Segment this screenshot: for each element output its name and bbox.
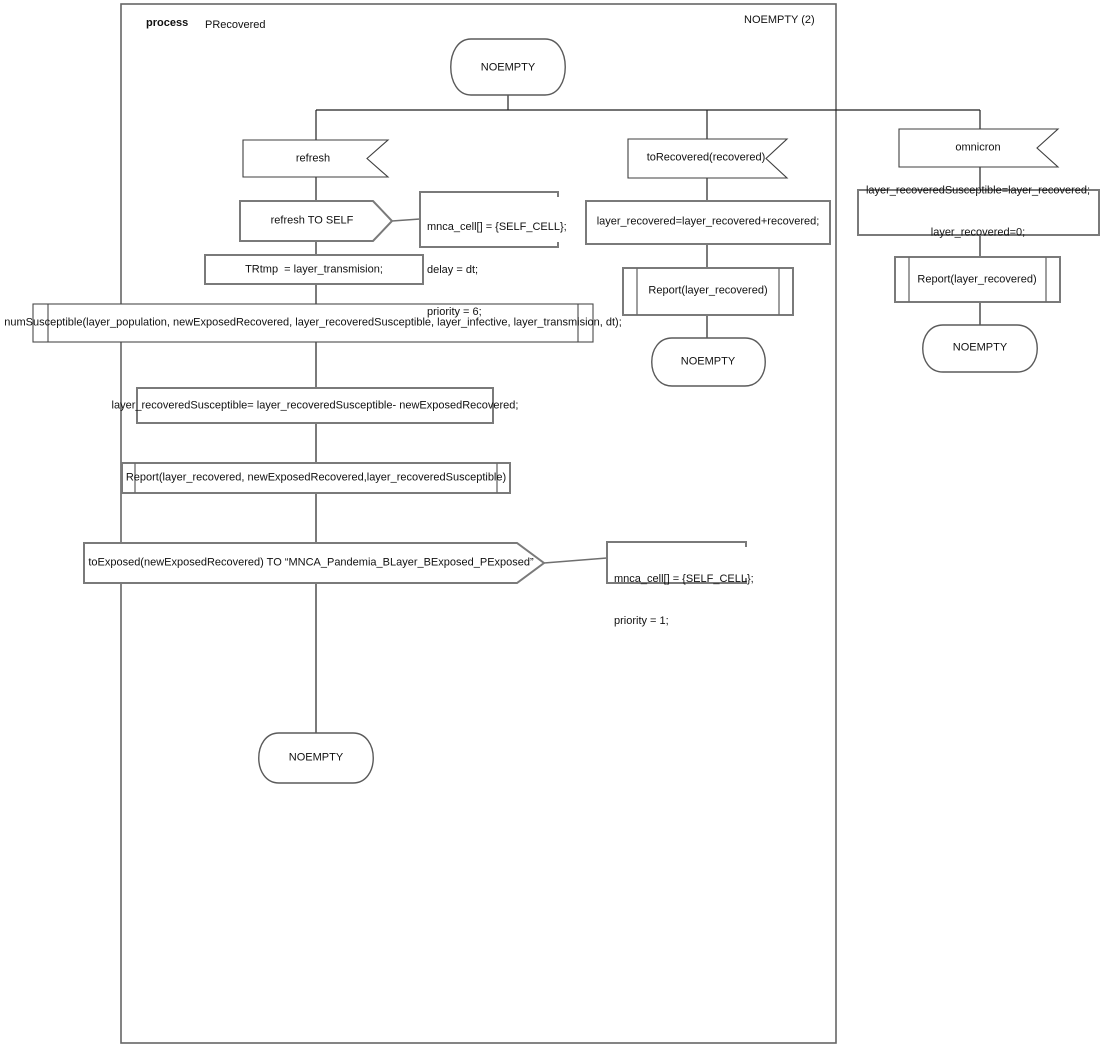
page-label: NOEMPTY (2) bbox=[744, 14, 815, 26]
input-refresh-shape bbox=[242, 139, 390, 178]
input-torecovered-label: toRecovered(recovered) bbox=[646, 151, 766, 164]
comment-brackets bbox=[419, 191, 747, 584]
task-line: layer_recovered=0; bbox=[930, 226, 1026, 238]
process-name: PRecovered bbox=[205, 19, 266, 31]
state-omnicron-end-noempty bbox=[922, 324, 1038, 373]
procedure-boxes bbox=[32, 256, 1061, 494]
process-frame bbox=[120, 3, 837, 1044]
input-torecovered-shape bbox=[627, 138, 789, 179]
task-trtmp-label: TRtmp = layer_transmision; bbox=[245, 263, 383, 276]
procedure-report-omnicron-box bbox=[894, 256, 1061, 303]
state-omnicron-end-label: NOEMPTY bbox=[952, 341, 1008, 354]
task-update-susceptible-box bbox=[136, 387, 494, 424]
task-update-susceptible-label: layer_recoveredSusceptible= layer_recove… bbox=[111, 399, 519, 412]
procedure-report-full-label: Report(layer_recovered, newExposedRecove… bbox=[125, 471, 507, 484]
comment-line: priority = 1; bbox=[614, 615, 669, 627]
task-line: layer_recoveredSusceptible=layer_recover… bbox=[865, 184, 1091, 197]
comment-toexposed-text: mnca_cell[] = {SELF_CELL}; priority = 1; bbox=[614, 545, 754, 655]
comment-line: delay = dt; bbox=[427, 263, 479, 276]
comment-line: mnca_cell[] = {SELF_CELL}; bbox=[427, 221, 567, 233]
state-start-noempty bbox=[450, 38, 566, 96]
task-trtmp-box bbox=[204, 254, 424, 285]
input-refresh-label: refresh bbox=[295, 152, 331, 165]
state-torecovered-end-noempty bbox=[651, 337, 766, 387]
output-toexposed-shape bbox=[83, 542, 546, 584]
procedure-report-omnicron-label: Report(layer_recovered) bbox=[917, 273, 1037, 286]
state-refresh-end-noempty bbox=[258, 732, 374, 784]
task-boxes bbox=[136, 189, 1100, 424]
comment-refresh-self-text: mnca_cell[] = {SELF_CELL}; delay = dt; p… bbox=[427, 193, 567, 347]
input-omnicron-shape bbox=[898, 128, 1060, 168]
connector-output-to-note bbox=[391, 218, 421, 222]
output-refresh-self-label: refresh TO SELF bbox=[270, 214, 354, 227]
task-reset-label: layer_recoveredSusceptible=layer_recover… bbox=[866, 158, 1090, 267]
procedure-report-torecovered-label: Report(layer_recovered) bbox=[648, 284, 768, 297]
frame-kind-label: process bbox=[146, 17, 189, 29]
procedure-numsusceptible-label: numSusceptible(layer_population, newExpo… bbox=[4, 316, 622, 329]
connectors bbox=[315, 95, 981, 733]
task-reset-box bbox=[857, 189, 1100, 236]
procedure-numsusceptible-box bbox=[32, 303, 594, 343]
state-symbols bbox=[258, 38, 1038, 784]
state-start-label: NOEMPTY bbox=[480, 61, 536, 74]
procedure-report-full-box bbox=[121, 462, 511, 494]
connector-output-to-note bbox=[543, 557, 608, 564]
comment-line: priority = 6; bbox=[427, 306, 482, 318]
procedure-report-torecovered-box bbox=[622, 267, 794, 316]
note-connectors bbox=[391, 218, 608, 564]
output-toexposed-label: toExposed(newExposedRecovered) TO “MNCA_… bbox=[88, 556, 534, 569]
comment-toexposed-bracket bbox=[606, 541, 747, 584]
state-refresh-end-label: NOEMPTY bbox=[288, 751, 344, 764]
input-omnicron-label: omnicron bbox=[955, 141, 1001, 154]
comment-refresh-self-bracket bbox=[419, 191, 559, 248]
output-symbols bbox=[83, 200, 546, 584]
input-symbols bbox=[242, 128, 1060, 179]
state-torecovered-end-label: NOEMPTY bbox=[680, 355, 736, 368]
output-refresh-self-shape bbox=[239, 200, 394, 242]
task-update-recovered-label: layer_recovered=layer_recovered+recovere… bbox=[596, 215, 820, 228]
task-update-recovered-box bbox=[585, 200, 831, 245]
comment-line: mnca_cell[] = {SELF_CELL}; bbox=[614, 573, 754, 585]
